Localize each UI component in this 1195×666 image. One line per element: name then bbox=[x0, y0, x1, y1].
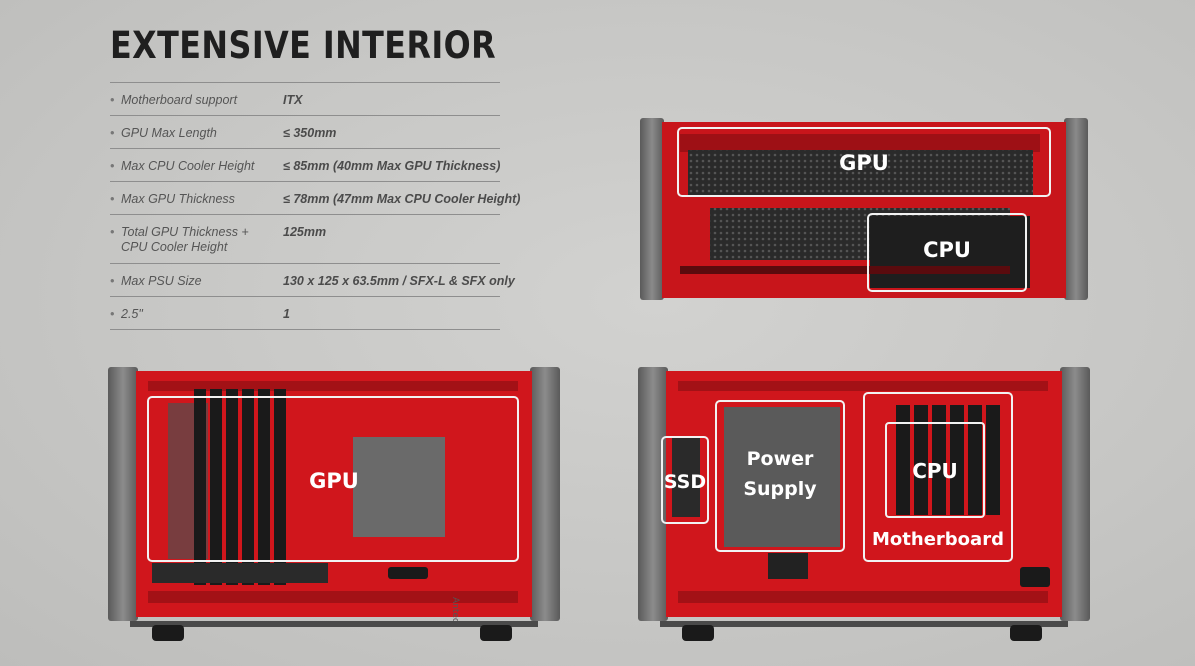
case-foot-left bbox=[152, 625, 184, 641]
psu-label-line2: Supply bbox=[743, 478, 817, 500]
case-foot-right bbox=[480, 625, 512, 641]
bullet: • bbox=[110, 274, 115, 288]
gpu-label: GPU bbox=[309, 469, 359, 493]
spec-label: Motherboard support bbox=[121, 93, 238, 107]
spec-value: 125mm bbox=[283, 225, 327, 239]
spec-label: Max CPU Cooler Height bbox=[121, 159, 255, 173]
spec-value: ≤ 350mm bbox=[283, 126, 337, 140]
spec-row: • 2.5" 1 bbox=[110, 297, 500, 330]
spec-row: • Motherboard support ITX bbox=[110, 83, 500, 116]
spec-row: • GPU Max Length ≤ 350mm bbox=[110, 116, 500, 149]
spec-value: 130 x 125 x 63.5mm / SFX-L & SFX only bbox=[283, 274, 515, 288]
frame-right bbox=[1060, 367, 1090, 621]
cpu-component bbox=[870, 216, 1030, 288]
spec-value: 1 bbox=[283, 307, 290, 321]
gpu-bracket bbox=[152, 563, 328, 583]
case-left-view: Antec GPU bbox=[108, 367, 560, 641]
bullet: • bbox=[110, 225, 115, 239]
spec-row: • Total GPU Thickness + CPU Cooler Heigh… bbox=[110, 215, 500, 264]
ssd-component bbox=[672, 437, 700, 517]
gpu-component bbox=[688, 150, 1033, 196]
cpu-label: CPU bbox=[923, 238, 971, 262]
case-foot-left bbox=[682, 625, 714, 641]
gpu-label: GPU bbox=[839, 151, 889, 175]
frame-right bbox=[1064, 118, 1088, 300]
frame-right bbox=[530, 367, 560, 621]
spec-label: GPU Max Length bbox=[121, 126, 217, 140]
bullet: • bbox=[110, 159, 115, 173]
spec-value: ≤ 85mm (40mm Max GPU Thickness) bbox=[283, 159, 501, 173]
frame-left bbox=[640, 118, 664, 300]
spec-row: • Max CPU Cooler Height ≤ 85mm (40mm Max… bbox=[110, 149, 500, 182]
bullet: • bbox=[110, 307, 115, 321]
case-top-view: GPU CPU bbox=[640, 118, 1088, 300]
motherboard-label: Motherboard bbox=[872, 529, 1004, 550]
psu-highlight-box bbox=[715, 400, 845, 552]
spec-label: 2.5" bbox=[121, 307, 143, 321]
gpu-fins bbox=[194, 389, 286, 585]
bullet: • bbox=[110, 93, 115, 107]
case-foot-right bbox=[1010, 625, 1042, 641]
case-right-view: SSD Power Supply CPU Motherboard bbox=[638, 367, 1090, 641]
gpu-highlight-box bbox=[147, 396, 519, 562]
cpu-highlight-box bbox=[885, 422, 985, 518]
gpu-highlight-box bbox=[677, 127, 1051, 197]
spec-value: ITX bbox=[283, 93, 303, 107]
cpu-label: CPU bbox=[912, 459, 958, 483]
motherboard-tray-cutout bbox=[353, 437, 445, 537]
bullet: • bbox=[110, 192, 115, 206]
spec-label: Total GPU Thickness + CPU Cooler Height bbox=[121, 225, 249, 254]
spec-row: • Max PSU Size 130 x 125 x 63.5mm / SFX-… bbox=[110, 264, 515, 297]
ssd-highlight-box bbox=[661, 436, 709, 524]
cpu-cooler-fins bbox=[896, 405, 1000, 515]
page-title: EXTENSIVE INTERIOR bbox=[110, 24, 497, 67]
spec-table: • Motherboard support ITX • GPU Max Leng… bbox=[110, 82, 520, 330]
motherboard-highlight-box bbox=[863, 392, 1013, 562]
brand-text: Antec bbox=[450, 597, 460, 623]
bullet: • bbox=[110, 126, 115, 140]
frame-left bbox=[638, 367, 668, 621]
cpu-highlight-box bbox=[867, 213, 1027, 292]
cable-connector bbox=[388, 567, 428, 579]
spec-label: Max GPU Thickness bbox=[121, 192, 235, 206]
spec-value: ≤ 78mm (47mm Max CPU Cooler Height) bbox=[283, 192, 521, 206]
cable-connector bbox=[768, 553, 808, 579]
psu-component bbox=[724, 407, 840, 547]
frame-left bbox=[108, 367, 138, 621]
spec-row: • Max GPU Thickness ≤ 78mm (47mm Max CPU… bbox=[110, 182, 520, 215]
spec-label: Max PSU Size bbox=[121, 274, 202, 288]
ssd-label: SSD bbox=[664, 471, 706, 493]
psu-label-line1: Power bbox=[747, 448, 814, 470]
